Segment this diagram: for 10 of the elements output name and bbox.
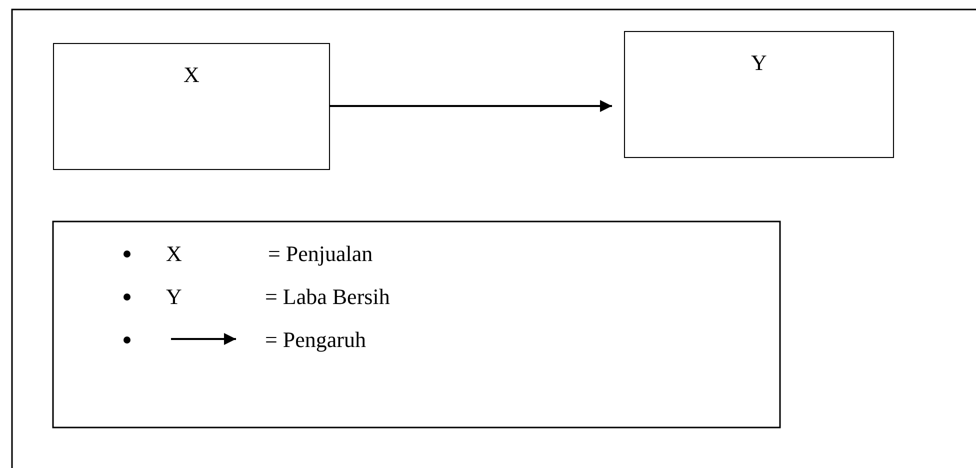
legend-text: = Laba Bersih [265, 284, 390, 310]
box-label: Y [750, 52, 768, 74]
box [53, 43, 330, 170]
legend-key: X [166, 241, 182, 267]
box-label: X [182, 64, 200, 86]
legend-text: = Penjualan [268, 241, 373, 267]
arrow [330, 100, 612, 112]
legend-text: = Pengaruh [265, 327, 366, 353]
legend-key: Y [166, 284, 182, 310]
box [624, 31, 894, 158]
